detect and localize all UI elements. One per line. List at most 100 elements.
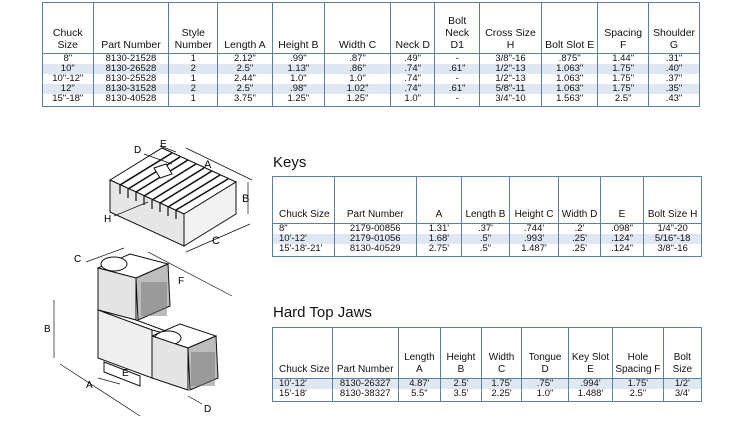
dimension-label-c: C — [74, 254, 81, 265]
table-cell: 5/16"-18 — [643, 234, 702, 244]
table-cell: .993' — [509, 234, 560, 244]
table-cell: 1.563" — [541, 94, 599, 107]
table-cell: 3.75" — [217, 94, 273, 107]
table-cell: 1/2"-13 — [479, 64, 543, 74]
table-cell: 12" — [42, 84, 94, 94]
column-header: Width C — [324, 2, 391, 54]
table-cell: 8130-40529 — [334, 244, 417, 257]
column-header: Bolt Size H — [643, 176, 702, 224]
keys-heading: Keys — [273, 154, 307, 171]
table-cell: 2.5" — [217, 84, 273, 94]
table-cell: 2.25' — [481, 389, 523, 402]
column-header: Part Number — [332, 327, 399, 379]
table-cell: 2.5" — [597, 94, 650, 107]
table-cell: .31" — [648, 53, 700, 64]
table-cell: .87" — [324, 53, 391, 64]
table-cell: 15'-18' — [272, 389, 333, 402]
table-cell: 1.31' — [416, 223, 463, 234]
table-cell: 1.25" — [272, 94, 326, 107]
dimension-label-f: F — [178, 276, 184, 287]
table-cell: .875" — [541, 53, 599, 64]
table-cell: 2.75' — [416, 244, 463, 257]
dimension-label-d: D — [134, 145, 141, 156]
table-cell: 1/4"-20 — [643, 223, 702, 234]
table-cell: 1.063" — [541, 74, 599, 84]
table-cell: 1.44" — [597, 53, 650, 64]
table-cell: .86" — [324, 64, 391, 74]
table-cell: 5.5" — [398, 389, 442, 402]
column-header: Key Slot E — [568, 327, 614, 379]
keys-table: Chuck Size Part Number A Length B Height… — [272, 176, 702, 257]
column-header: A — [416, 176, 463, 224]
table-cell: - — [434, 53, 480, 64]
column-header: Bolt Size — [663, 327, 703, 379]
table-cell: 1 — [168, 53, 219, 64]
column-header: Height B — [440, 327, 482, 379]
column-header: Width D — [558, 176, 601, 224]
table-cell: .5" — [461, 244, 510, 257]
column-header: Cross Size H — [479, 2, 543, 54]
table-cell: 1.75' — [481, 378, 523, 389]
column-header: Length B — [461, 176, 510, 224]
table-cell: 4.87' — [398, 378, 442, 389]
table-cell: 1.13" — [272, 64, 326, 74]
dimension-label-d: D — [204, 404, 211, 415]
table-cell: 1.75" — [597, 74, 650, 84]
table-header-row: Chuck Size Part Number A Length B Height… — [272, 176, 702, 224]
column-header: Width C — [481, 327, 523, 379]
jaw-drawing: C F B A E D — [44, 247, 233, 417]
table-cell: .43" — [648, 94, 700, 107]
table-cell: 3/8"-16 — [643, 244, 702, 257]
dimension-label-c: C — [212, 235, 220, 247]
table-cell: 8130-25528 — [93, 74, 170, 84]
table-cell: 15'-18'-21' — [272, 244, 335, 257]
table-cell: 1.25" — [324, 94, 391, 107]
table-cell: 2.12" — [217, 53, 273, 64]
table-cell: 3/8"-16 — [479, 53, 543, 64]
table-cell: 8" — [272, 223, 335, 234]
table-cell: 3/4' — [663, 389, 703, 402]
column-header: E — [600, 176, 645, 224]
table-cell: 1.488' — [568, 389, 614, 402]
table-cell: .5" — [461, 234, 510, 244]
table-cell: 8130-26327 — [332, 378, 399, 389]
table-cell: 1.0" — [324, 74, 391, 84]
table-cell: 2.5" — [612, 389, 664, 402]
column-header: Bolt Slot E — [541, 2, 599, 54]
table-cell: .37' — [461, 223, 510, 234]
dimension-label-h: H — [104, 214, 111, 225]
table-cell: 15"-18" — [42, 94, 94, 107]
column-header: Chuck Size — [272, 176, 335, 224]
table-cell: 1/2' — [663, 378, 703, 389]
table-cell: 1.0" — [272, 74, 326, 84]
column-header: Length A — [217, 2, 273, 54]
table-cell: 10"-12" — [42, 74, 94, 84]
table-cell: .37" — [648, 74, 700, 84]
table-cell: 1.0" — [521, 389, 569, 402]
table-cell: 1.68' — [416, 234, 463, 244]
table-header-row: Chuck Size Part Number Style Number Leng… — [42, 2, 700, 54]
table-cell: .35" — [648, 84, 700, 94]
table-cell: .75" — [521, 378, 569, 389]
table-cell: .25' — [558, 244, 601, 257]
table-cell: .98" — [272, 84, 326, 94]
table-cell: 8" — [42, 53, 94, 64]
table-cell: 10'-12' — [272, 234, 335, 244]
table-cell: 8130-31528 — [93, 84, 170, 94]
table-cell: .744' — [509, 223, 560, 234]
column-header: Chuck Size — [272, 327, 333, 379]
column-header: Height C — [509, 176, 560, 224]
table-cell: 8130-40528 — [93, 94, 170, 107]
dimension-label-e: E — [122, 368, 129, 379]
table-cell: 2.44" — [217, 74, 273, 84]
table-header-row: Chuck Size Part Number Length A Height B… — [272, 327, 703, 379]
